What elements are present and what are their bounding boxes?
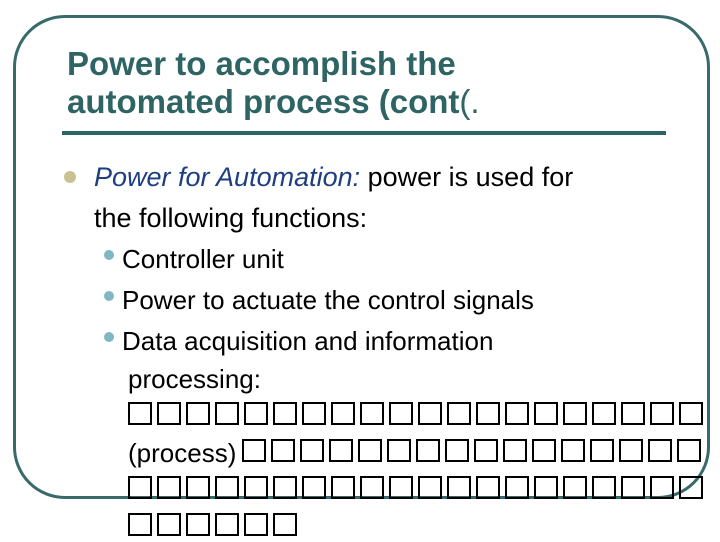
missing-glyph-box bbox=[128, 513, 152, 536]
missing-glyph-box bbox=[592, 402, 616, 425]
missing-glyph-box bbox=[648, 439, 673, 462]
level1-bullet-dot-icon bbox=[64, 171, 76, 183]
missing-glyph-box bbox=[360, 402, 384, 425]
missing-glyph-box bbox=[590, 439, 615, 462]
missing-glyph-box bbox=[505, 476, 529, 499]
missing-glyph-row-1 bbox=[128, 401, 708, 431]
missing-glyph-box bbox=[329, 439, 354, 462]
missing-glyph-box bbox=[621, 402, 645, 425]
level2-bullet-dot-icon bbox=[104, 332, 114, 342]
missing-glyph-box bbox=[416, 439, 441, 462]
title-line-2: automated process (cont(. bbox=[67, 83, 687, 121]
missing-glyph-row-4 bbox=[128, 512, 302, 542]
missing-glyph-box bbox=[503, 439, 528, 462]
missing-glyph-box bbox=[128, 402, 152, 425]
missing-glyph-box bbox=[389, 476, 413, 499]
process-label: (process) bbox=[128, 438, 237, 468]
missing-glyph-box bbox=[331, 402, 355, 425]
missing-glyph-row-2: (process) bbox=[128, 438, 706, 468]
missing-glyph-box bbox=[445, 439, 470, 462]
missing-glyph-box bbox=[157, 402, 181, 425]
missing-glyph-box bbox=[621, 476, 645, 499]
missing-glyph-box bbox=[186, 513, 210, 536]
missing-glyph-box bbox=[302, 476, 326, 499]
missing-glyph-box bbox=[273, 513, 297, 536]
missing-glyph-box bbox=[360, 476, 384, 499]
missing-glyph-box bbox=[157, 476, 181, 499]
missing-glyph-box bbox=[244, 476, 268, 499]
missing-glyph-box bbox=[474, 439, 499, 462]
missing-glyph-box bbox=[650, 402, 674, 425]
title-line-1: Power to accomplish the bbox=[67, 45, 456, 82]
missing-glyph-box bbox=[186, 476, 210, 499]
missing-glyph-box bbox=[331, 476, 355, 499]
missing-glyph-box bbox=[447, 402, 471, 425]
missing-glyph-box bbox=[679, 402, 703, 425]
title-line-2-bold: automated process (cont bbox=[67, 83, 460, 120]
missing-glyph-box bbox=[677, 439, 702, 462]
missing-glyph-box bbox=[215, 476, 239, 499]
missing-glyph-box bbox=[271, 439, 296, 462]
missing-glyph-box bbox=[505, 402, 529, 425]
missing-glyph-box bbox=[273, 402, 297, 425]
missing-glyph-box bbox=[418, 476, 442, 499]
missing-glyph-box bbox=[418, 402, 442, 425]
missing-glyph-row-3 bbox=[128, 475, 708, 505]
missing-glyph-box bbox=[534, 476, 558, 499]
missing-glyph-box bbox=[387, 439, 412, 462]
bullet-power-for-automation-line1: Power for Automation: power is used for bbox=[94, 162, 573, 192]
title-line-2-tail: (. bbox=[459, 83, 480, 120]
missing-glyph-box bbox=[561, 439, 586, 462]
missing-glyph-box bbox=[215, 402, 239, 425]
missing-glyph-box bbox=[157, 513, 181, 536]
missing-glyph-box bbox=[534, 402, 558, 425]
title-underline bbox=[62, 131, 666, 135]
level2-bullet-dot-icon bbox=[104, 250, 114, 260]
missing-glyph-box bbox=[532, 439, 557, 462]
sub-bullet-data-acquisition-line2: processing: bbox=[128, 364, 261, 394]
missing-glyph-box bbox=[389, 402, 413, 425]
missing-glyph-box bbox=[300, 439, 325, 462]
sub-bullet-controller-unit: Controller unit bbox=[122, 244, 284, 274]
missing-glyph-box bbox=[650, 476, 674, 499]
missing-glyph-box bbox=[273, 476, 297, 499]
missing-glyph-box bbox=[476, 402, 500, 425]
missing-glyph-box bbox=[186, 402, 210, 425]
missing-glyph-box bbox=[447, 476, 471, 499]
bullet-emphasis-text: Power for Automation: bbox=[94, 162, 361, 192]
missing-glyph-box bbox=[563, 476, 587, 499]
missing-glyph-box bbox=[302, 402, 326, 425]
sub-bullet-power-actuate: Power to actuate the control signals bbox=[122, 285, 534, 315]
missing-glyph-box bbox=[242, 439, 267, 462]
level2-bullet-dot-icon bbox=[104, 291, 114, 301]
missing-glyph-box bbox=[619, 439, 644, 462]
missing-glyph-box bbox=[215, 513, 239, 536]
missing-glyph-box bbox=[244, 402, 268, 425]
missing-glyph-box bbox=[128, 476, 152, 499]
bullet-power-for-automation-line2: the following functions: bbox=[94, 203, 368, 233]
missing-glyph-box bbox=[592, 476, 616, 499]
missing-glyph-box bbox=[476, 476, 500, 499]
missing-glyph-box bbox=[563, 402, 587, 425]
missing-glyph-box bbox=[358, 439, 383, 462]
bullet-rest-text: power is used for bbox=[360, 162, 574, 192]
missing-glyph-box bbox=[679, 476, 703, 499]
sub-bullet-data-acquisition-line1: Data acquisition and information bbox=[122, 326, 494, 356]
missing-glyph-box bbox=[244, 513, 268, 536]
slide-title: Power to accomplish the automated proces… bbox=[67, 45, 687, 121]
